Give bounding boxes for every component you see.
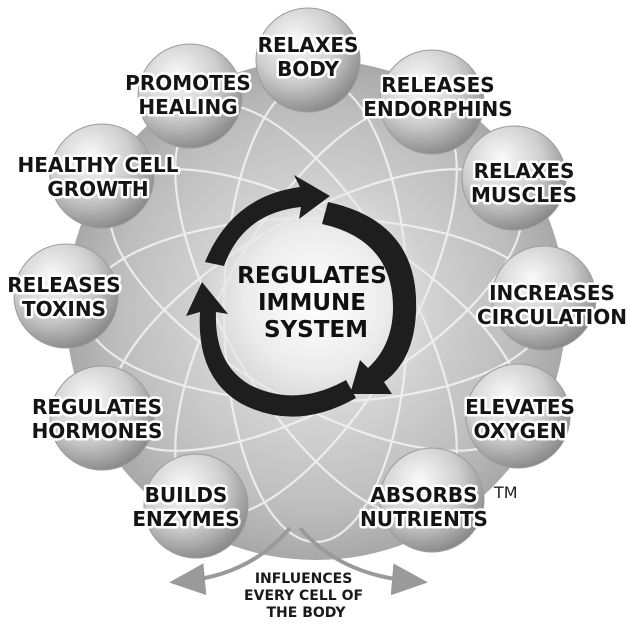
trademark: TM bbox=[493, 483, 518, 502]
node-label-line: BUILDS bbox=[145, 483, 228, 507]
node-label-line: RELAXES bbox=[258, 33, 359, 57]
node-label-line: TOXINS bbox=[22, 297, 106, 321]
center-line-2: IMMUNE bbox=[258, 290, 366, 316]
node-label-line: MUSCLES bbox=[471, 183, 577, 207]
node-label-line: CIRCULATION bbox=[477, 305, 627, 329]
node-label-line: NUTRIENTS bbox=[360, 507, 488, 531]
footer-line-1: INFLUENCES bbox=[255, 571, 352, 587]
node-label-line: PROMOTES bbox=[125, 71, 251, 95]
node-label-line: GROWTH bbox=[47, 177, 148, 201]
node-label-line: ENDORPHINS bbox=[363, 97, 512, 121]
node-label-line: OXYGEN bbox=[473, 419, 566, 443]
node-label-line: REGULATES bbox=[32, 395, 162, 419]
footer-label: INFLUENCES EVERY CELL OF THE BODY bbox=[244, 571, 368, 621]
node-label-line: INCREASES bbox=[489, 281, 615, 305]
node-label-line: RELEASES bbox=[7, 273, 120, 297]
node-label-line: RELEASES bbox=[381, 73, 494, 97]
node-label-line: HORMONES bbox=[32, 419, 163, 443]
node-label-line: HEALTHY CELL bbox=[18, 153, 179, 177]
node-label-line: RELAXES bbox=[474, 159, 575, 183]
center-line-1: REGULATES bbox=[237, 263, 387, 289]
node-label-line: ELEVATES bbox=[465, 395, 575, 419]
node-label-line: HEALING bbox=[138, 95, 237, 119]
center-line-3: SYSTEM bbox=[264, 317, 368, 343]
footer-line-3: THE BODY bbox=[266, 605, 346, 621]
node-label-line: BODY bbox=[277, 57, 339, 81]
node-label-line: ENZYMES bbox=[132, 507, 239, 531]
footer-line-2: EVERY CELL OF bbox=[244, 588, 363, 604]
node-label-line: ABSORBS bbox=[370, 483, 477, 507]
